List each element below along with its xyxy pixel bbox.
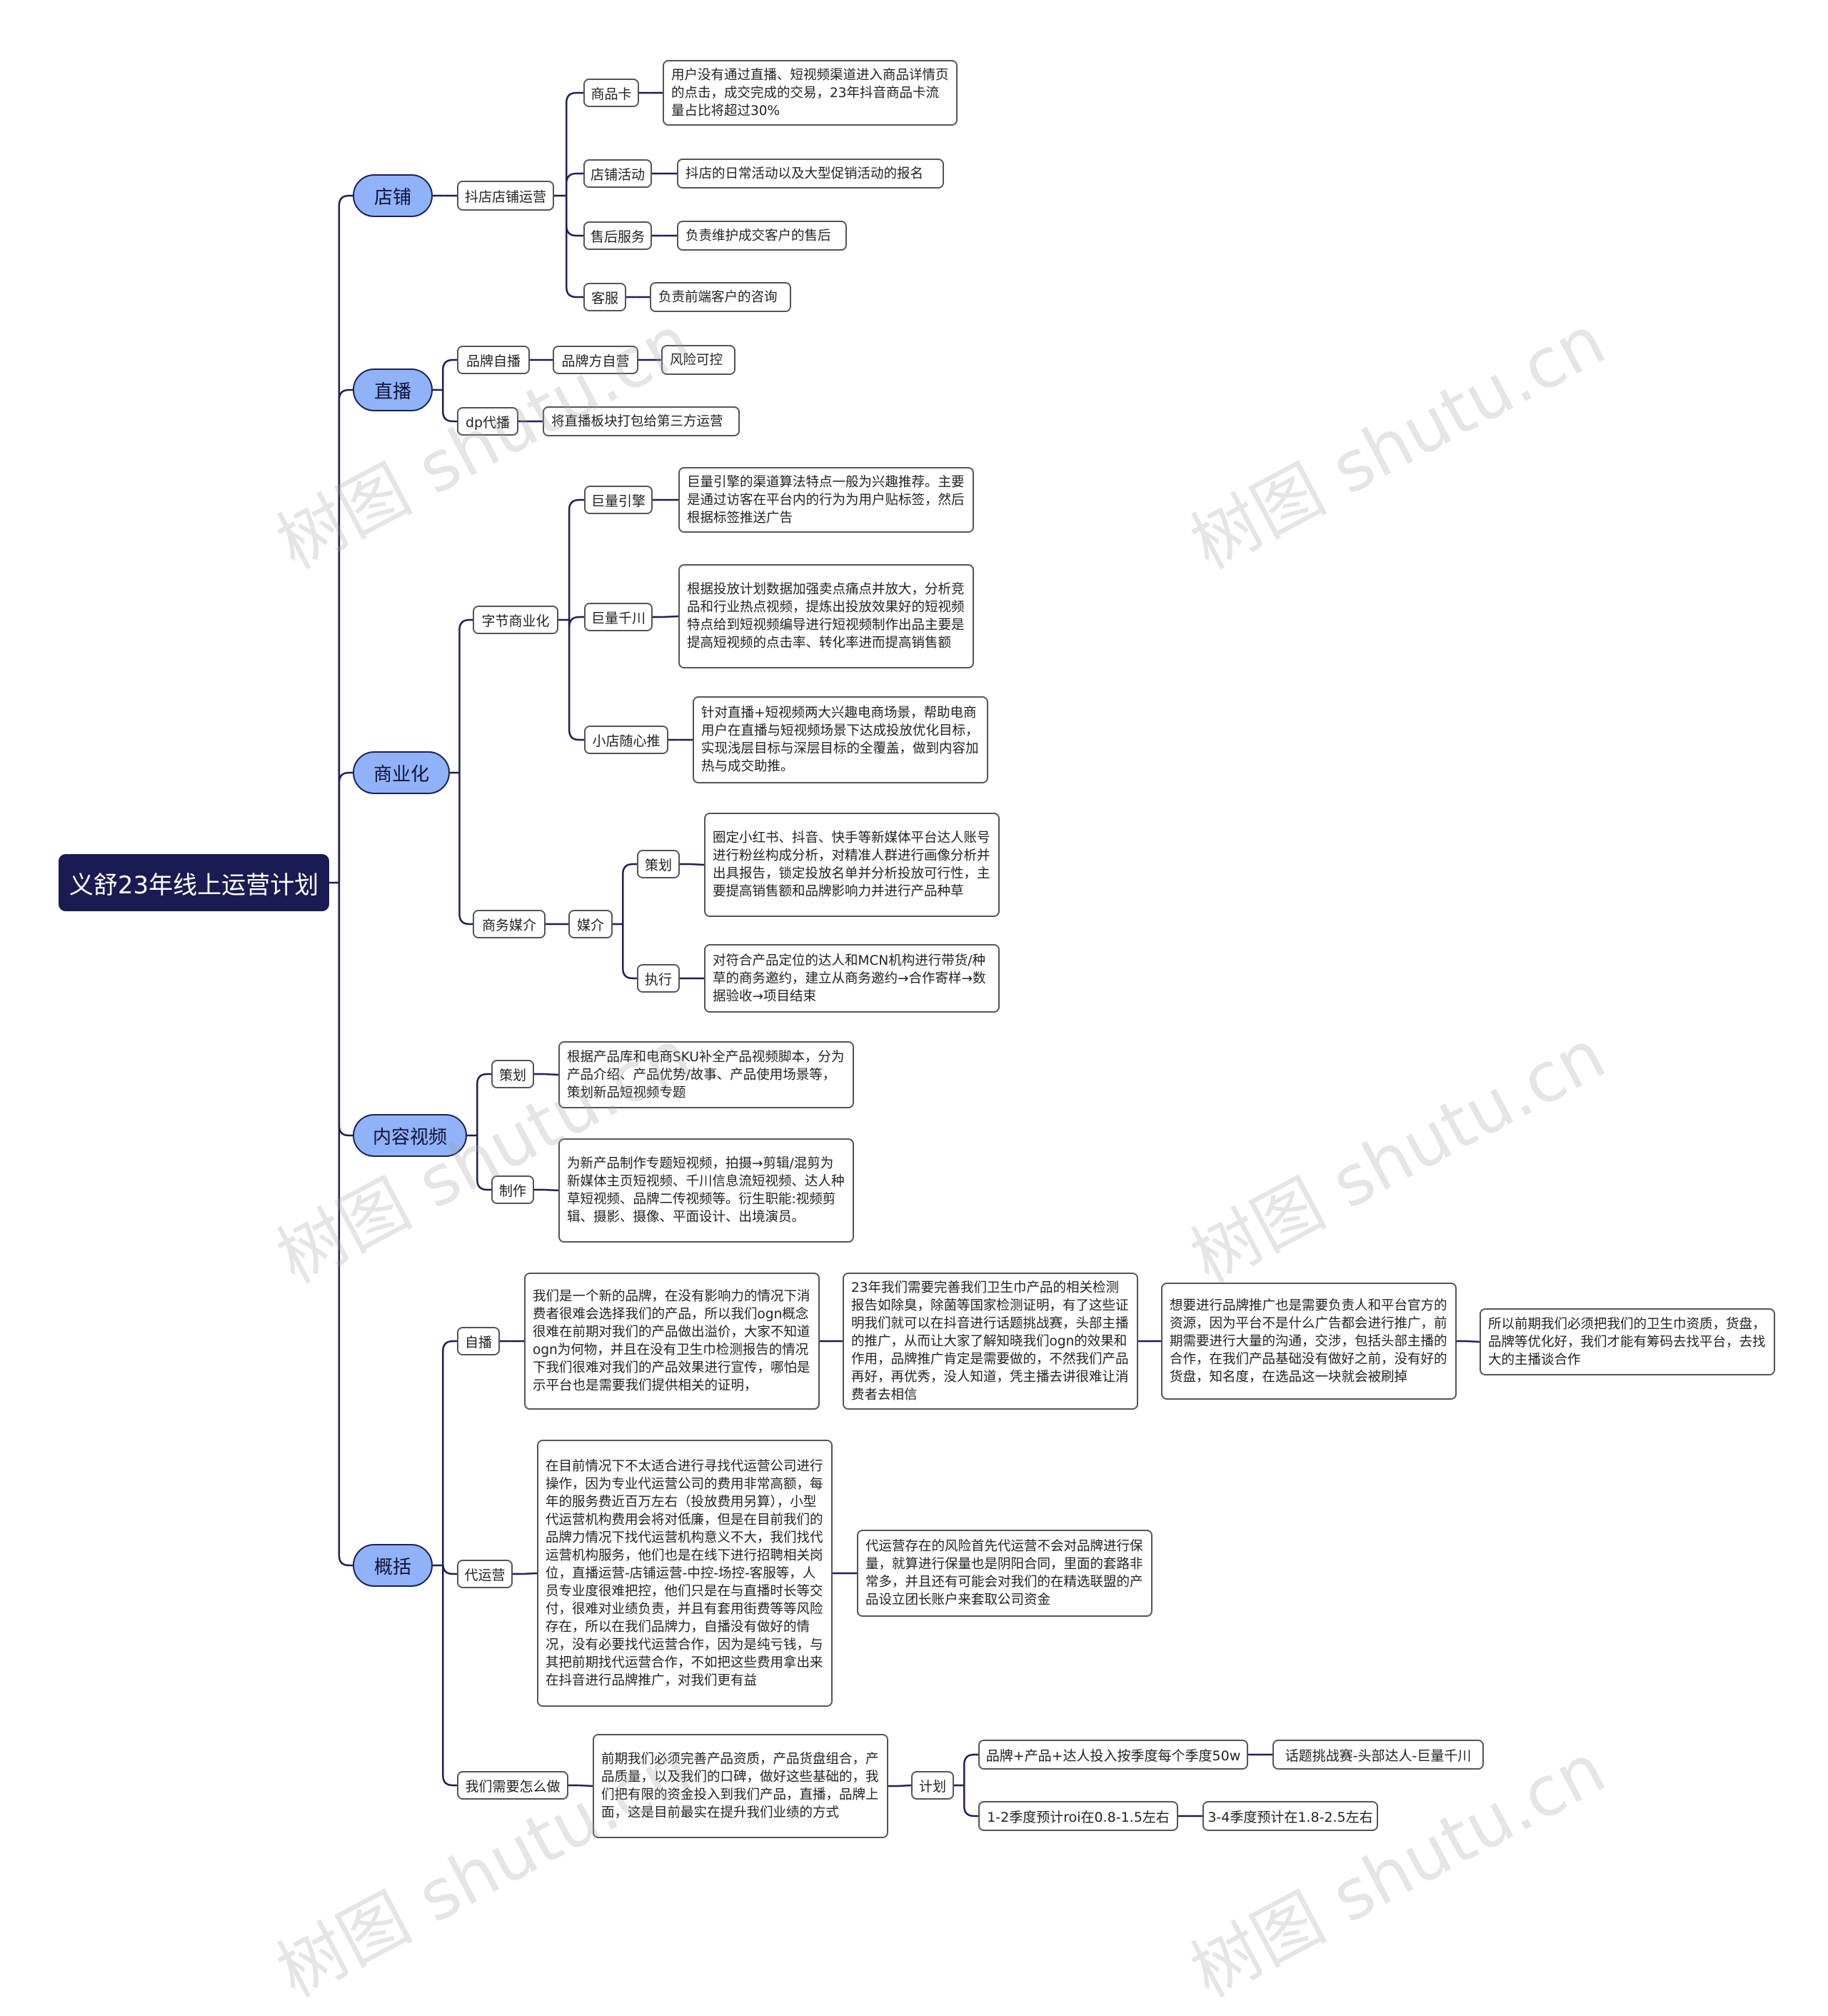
video-production[interactable]: 制作 — [491, 1175, 534, 1204]
shop-desc-product-card: 用户没有通过直播、短视频渠道进入商品详情页的点击，成交完成的交易，23年抖音商品… — [663, 60, 958, 126]
summary-agency-text-2: 代运营存在的风险首先代运营不会对品牌进行保量，就算进行保量也是阴阳合同，里面的套… — [857, 1530, 1152, 1617]
branch-summary[interactable]: 概括 — [353, 1544, 433, 1587]
branch-live[interactable]: 直播 — [353, 368, 433, 411]
connector-60 — [442, 1340, 457, 1565]
biz-desc-media-plan: 圈定小红书、抖音、快手等新媒体平台达人账号进行粉丝构成分析，对精准人群进行画像分… — [704, 813, 1000, 917]
shop-desc-store-activity: 抖店的日常活动以及大型促销活动的报名 — [677, 159, 944, 189]
connector-61 — [442, 1563, 457, 1575]
connector-49 — [690, 863, 705, 866]
connector-31 — [458, 618, 473, 773]
plan-row-1-b[interactable]: 话题挑战赛-头部达人-巨量千川 — [1272, 1740, 1484, 1770]
branch-commercialization[interactable]: 商业化 — [353, 751, 450, 794]
connector-80 — [963, 1753, 978, 1785]
live-desc-risk-control: 风险可控 — [661, 345, 735, 375]
connector-35 — [568, 616, 584, 628]
connector-11 — [565, 196, 583, 237]
connector-40 — [663, 615, 679, 618]
biz-business-media[interactable]: 商务媒介 — [473, 910, 546, 938]
shop-item-after-sales[interactable]: 售后服务 — [583, 221, 652, 250]
connector-23 — [442, 390, 457, 423]
branch-shop[interactable]: 店铺 — [353, 174, 433, 217]
shop-sub-douyin-store[interactable]: 抖店店铺运营 — [457, 181, 554, 211]
live-self-broadcast[interactable]: 品牌自播 — [457, 346, 530, 374]
summary-what-to-do[interactable]: 我们需要怎么做 — [457, 1771, 568, 1800]
shop-item-customer-service[interactable]: 客服 — [583, 283, 626, 311]
shop-desc-after-sales: 负责维护成交客户的售后 — [677, 221, 847, 251]
connector-53 — [476, 1073, 491, 1135]
biz-desc-xiaodian-suixintui: 针对直播+短视频两大兴趣电商场景，帮助电商用户在直播与短视频场景下达成投放优化目… — [693, 696, 988, 783]
biz-desc-ocean-engine: 巨量引擎的渠道算法特点一般为兴趣推荐。主要是通过访客在平台内的行为为用户贴标签，… — [678, 467, 974, 533]
biz-qianchuan[interactable]: 巨量千川 — [584, 603, 653, 631]
connector-10 — [565, 172, 583, 196]
live-dp-broadcast[interactable]: dp代播 — [457, 407, 518, 436]
video-desc-production: 为新产品制作专题短视频，拍摄→剪辑/混剪为新媒体主页短视频、千川信息流短视频、达… — [558, 1138, 854, 1243]
connector-72 — [523, 1572, 538, 1575]
summary-self-text-1: 我们是一个新的品牌，在没有影响力的情况下消费者很难会选择我们的产品，所以我们og… — [524, 1273, 820, 1410]
shop-desc-customer-service: 负责前端客户的咨询 — [650, 282, 791, 312]
biz-media-plan[interactable]: 策划 — [637, 850, 680, 878]
summary-plan[interactable]: 计划 — [911, 1771, 954, 1800]
connector-32 — [458, 773, 473, 926]
connector-4 — [338, 883, 353, 1137]
connector-lines — [329, 91, 1480, 1817]
connector-36 — [568, 620, 584, 741]
video-desc-plan: 根据产品库和电商SKU补全产品视频脚本，分为产品介绍、产品优势/故事、产品使用场… — [558, 1041, 854, 1108]
connector-12 — [565, 196, 583, 299]
connector-46 — [622, 863, 637, 924]
plan-row-1-a[interactable]: 品牌+产品+达人投入按季度每个季度50w — [978, 1740, 1248, 1770]
summary-self-broadcast[interactable]: 自播 — [457, 1327, 500, 1355]
biz-desc-qianchuan: 根据投放计划数据加强卖点痛点并放大，分析竞品和行业热点视频，提炼出投放效果好的短… — [678, 564, 974, 668]
connector-2 — [338, 388, 353, 883]
summary-self-text-4: 所以前期我们必须把我们的卫生巾资质，货盘，品牌等优化好，我们才能有筹码去找平台，… — [1480, 1308, 1775, 1375]
root-node[interactable]: 义舒23年线上运营计划 — [59, 854, 329, 911]
connector-5 — [338, 883, 353, 1567]
live-desc-third-party: 将直播板块打包给第三方运营 — [543, 406, 740, 436]
connector-81 — [963, 1785, 978, 1817]
connector-70 — [1466, 1340, 1480, 1343]
mind-map-canvas: 义舒23年线上运营计划 店铺 抖店店铺运营 商品卡 用户没有通过直播、短视频渠道… — [59, 60, 1775, 2012]
biz-bytedance[interactable]: 字节商业化 — [473, 606, 558, 634]
biz-media-execute[interactable]: 执行 — [637, 964, 680, 993]
summary-self-text-2: 23年我们需要完善我们卫生巾产品的相关检测报告如除臭，除菌等国家检测证明，有了这… — [843, 1273, 1138, 1410]
summary-agency[interactable]: 代运营 — [457, 1560, 513, 1588]
connector-1 — [338, 194, 353, 883]
biz-xiaodian-suixintui[interactable]: 小店随心推 — [584, 726, 668, 754]
summary-self-text-3: 想要进行品牌推广也是需要负责人和平台官方的资源，因为平台不是什么广告都会进行推广… — [1161, 1283, 1457, 1400]
biz-media[interactable]: 媒介 — [568, 910, 613, 938]
connector-47 — [622, 924, 637, 980]
connector-78 — [898, 1784, 912, 1787]
live-brand-operated[interactable]: 品牌方自营 — [553, 346, 638, 374]
summary-what-to-do-text: 前期我们必须完善产品资质，产品货盘组合，产品质量，以及我们的口碑，做好这些基础的… — [593, 1734, 888, 1838]
video-plan[interactable]: 策划 — [491, 1060, 534, 1088]
biz-ocean-engine[interactable]: 巨量引擎 — [584, 486, 653, 514]
connector-62 — [442, 1565, 457, 1787]
connector-56 — [544, 1073, 559, 1076]
shop-item-product-card[interactable]: 商品卡 — [583, 79, 639, 107]
plan-row-2-a[interactable]: 1-2季度预计roi在0.8-1.5左右 — [978, 1801, 1178, 1831]
shop-item-store-activity[interactable]: 店铺活动 — [583, 159, 652, 188]
connector-54 — [476, 1135, 491, 1191]
summary-agency-text-1: 在目前情况下不太适合进行寻找代运营公司进行操作，因为专业代运营公司的费用非常高额… — [537, 1440, 833, 1707]
connector-34 — [568, 498, 584, 620]
branch-content-video[interactable]: 内容视频 — [353, 1114, 467, 1157]
connector-22 — [442, 358, 457, 390]
connector-9 — [565, 91, 583, 196]
plan-row-2-b[interactable]: 3-4季度预计在1.8-2.5左右 — [1202, 1801, 1378, 1831]
connector-76 — [578, 1784, 593, 1787]
connector-3 — [338, 771, 353, 883]
biz-desc-media-execute: 对符合产品定位的达人和MCN机构进行带货/种草的商务邀约，建立从商务邀约→合作寄… — [704, 944, 1000, 1013]
